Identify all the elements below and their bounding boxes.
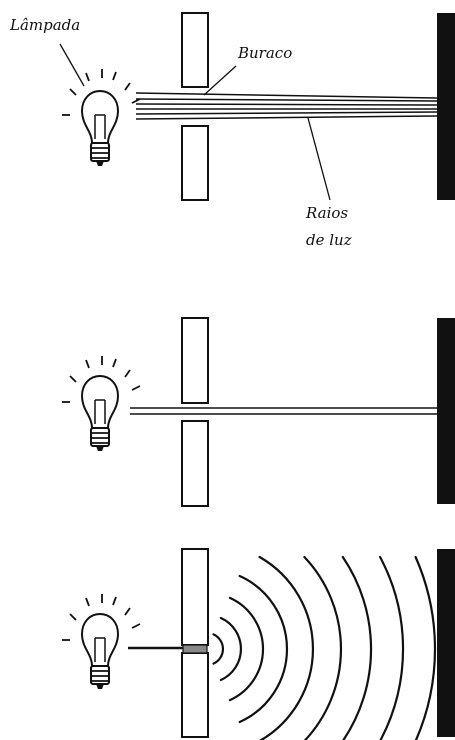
panel-large-hole: Lâmpada Buraco Raios de luz <box>9 13 455 249</box>
barrier-lower <box>182 421 208 506</box>
panel-small-hole <box>62 318 455 506</box>
glow-rays <box>62 594 140 640</box>
light-bulb-icon <box>62 69 140 166</box>
barrier-lower <box>182 126 208 200</box>
light-rays <box>130 408 437 414</box>
tiny-hole <box>183 645 207 653</box>
hole-label: Buraco <box>237 44 292 62</box>
light-bulb-icon <box>62 356 140 451</box>
rays-label-line2: de luz <box>306 231 352 249</box>
lamp-leader <box>60 44 84 86</box>
barrier-upper <box>182 13 208 87</box>
light-rays <box>136 93 437 119</box>
light-bulb-icon <box>62 594 140 689</box>
screen <box>437 13 455 200</box>
screen <box>437 549 455 737</box>
wavefront-arc <box>343 557 371 740</box>
diffracted-wavefronts <box>214 557 435 740</box>
wavefront-arc <box>304 557 341 740</box>
rays-leader <box>308 118 330 200</box>
wavefront-arc <box>380 557 403 740</box>
lamp-label: Lâmpada <box>9 16 80 34</box>
panel-tiny-hole-diffraction <box>62 549 455 740</box>
screen <box>437 318 455 504</box>
wavefront-arc <box>416 557 435 740</box>
barrier-lower <box>182 653 208 737</box>
glow-rays <box>62 356 140 402</box>
wavefront-arc <box>214 634 223 663</box>
wavefront-arc <box>230 598 263 700</box>
barrier-upper <box>182 549 208 645</box>
barrier-upper <box>182 318 208 403</box>
rays-label-line1: Raios <box>305 204 348 222</box>
